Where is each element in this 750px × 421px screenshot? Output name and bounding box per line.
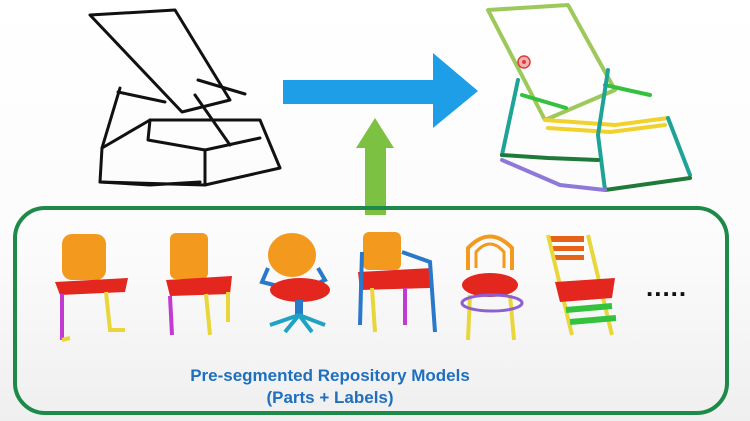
chair-model-2 bbox=[166, 233, 232, 336]
chair-model-3 bbox=[259, 233, 330, 334]
chair-model-1 bbox=[55, 234, 128, 342]
up-arrow-icon bbox=[356, 118, 394, 215]
ellipsis: ..... bbox=[646, 272, 688, 302]
segmented-sketch bbox=[486, 3, 692, 192]
input-sketch bbox=[88, 8, 282, 187]
chair-model-6 bbox=[546, 234, 617, 336]
repository-frame bbox=[13, 206, 729, 415]
right-arrow-icon bbox=[283, 53, 478, 128]
caption-title: Pre-segmented Repository Models bbox=[190, 366, 470, 385]
caption-subtitle: (Parts + Labels) bbox=[266, 388, 394, 407]
cursor-marker-dot bbox=[522, 60, 526, 64]
chair-model-5 bbox=[460, 234, 524, 341]
chair-model-4 bbox=[358, 232, 437, 333]
